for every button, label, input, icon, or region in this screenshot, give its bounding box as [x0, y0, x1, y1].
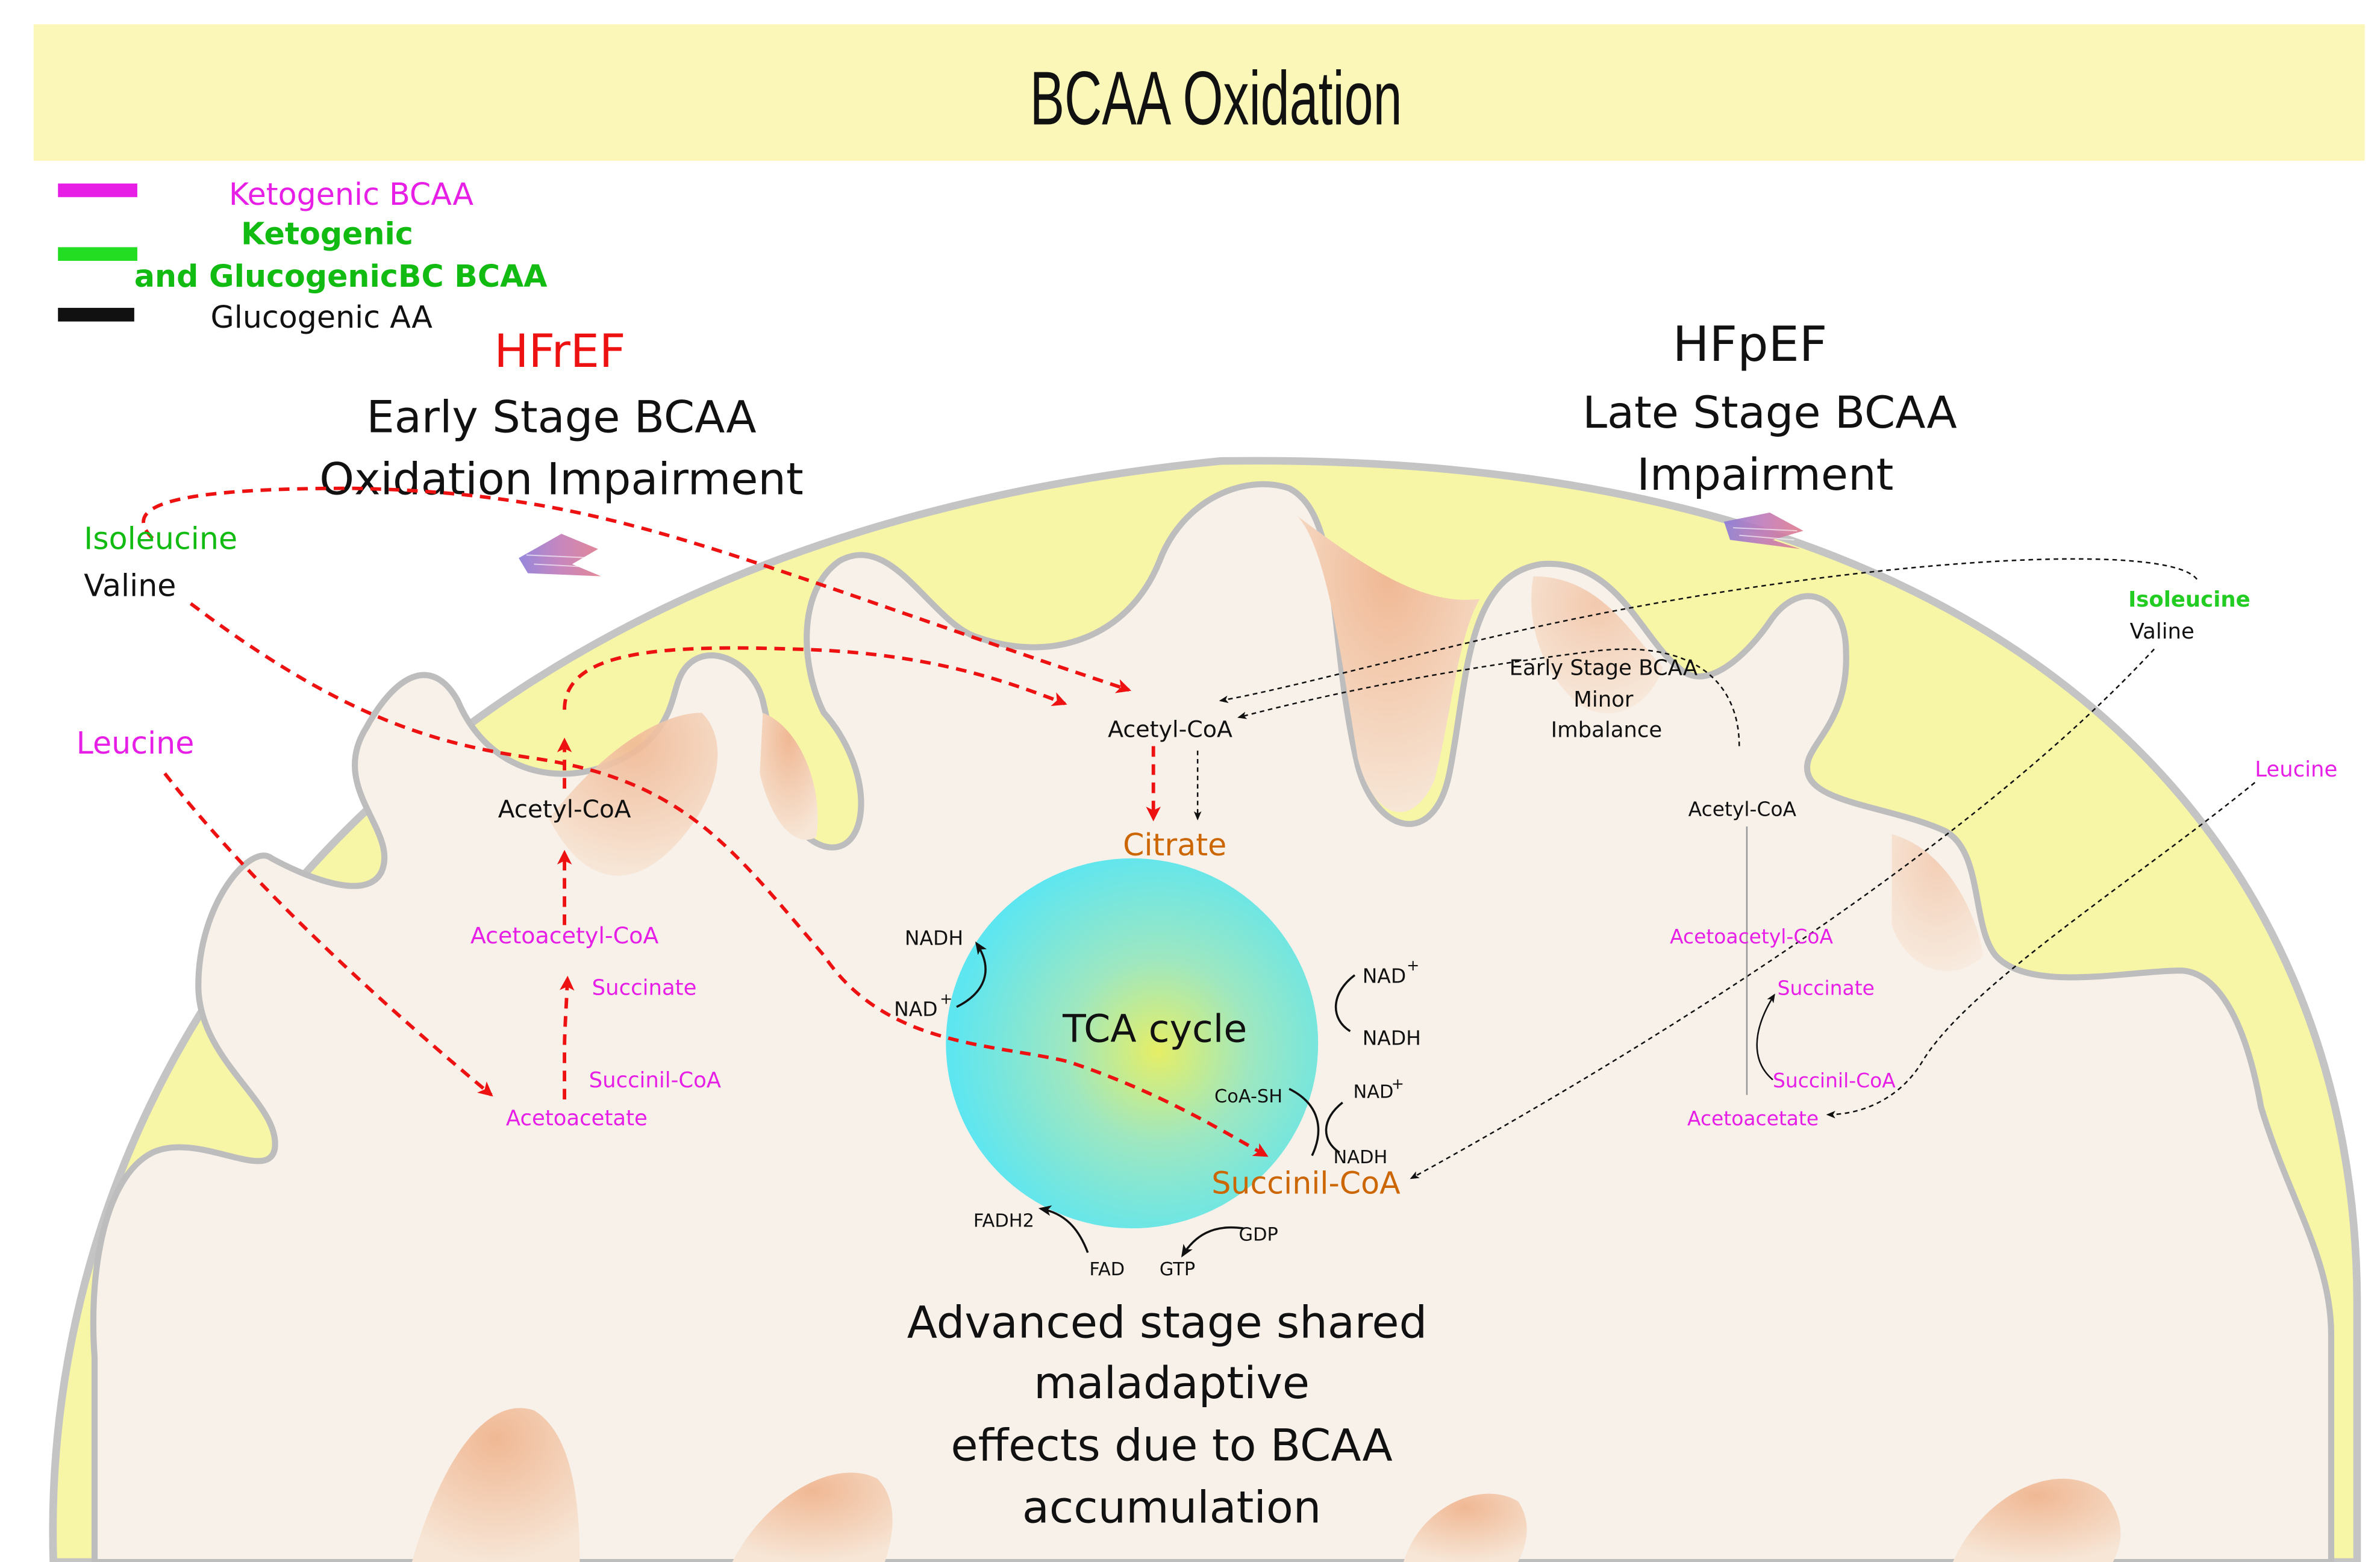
hfpef-valine-to-succinil-coa-arrow [1410, 648, 2155, 1179]
nad-to-nadh-arc-arrow [956, 941, 987, 1008]
crista-bottom-center [732, 1472, 893, 1562]
transporter-left-icon [519, 534, 601, 576]
crista-left-upper [549, 713, 718, 876]
acetoacetate-branch-to-acetyl-coa-arrow [563, 646, 1067, 710]
page-title: BCAA Oxidation [1030, 56, 1402, 141]
right-succinil-coa-label: Succinil-CoA [1773, 1069, 1896, 1092]
left-succinil-coa-label: Succinil-CoA [589, 1068, 721, 1093]
tca-succinil-coa-label: Succinil-CoA [1211, 1165, 1401, 1201]
crista-center [1296, 515, 1480, 813]
hfpef-heading: HFpEF [1673, 316, 1828, 373]
right-succinate-label: Succinate [1778, 977, 1875, 1000]
nad-top-right-plus: + [1407, 957, 1419, 974]
right-isoleucine-label: Isoleucine [2128, 587, 2250, 612]
crista-right-upper [1531, 576, 1663, 714]
valine-to-succinil-coa-arrow [189, 602, 1269, 1157]
nad-lower-right-plus: + [1391, 1075, 1404, 1093]
hfref-pathways [142, 486, 1269, 1157]
crista-right-mid [1891, 834, 1984, 972]
coa-sh-arc-right [1288, 1087, 1320, 1157]
hfpef-isoleucine-to-acetyl-coa-arrow [1219, 558, 2198, 704]
left-acetoacetate-label: Acetoacetate [506, 1106, 648, 1131]
legend-swatch-ketogenic [58, 183, 137, 198]
fadh2-label: FADH2 [973, 1211, 1034, 1232]
center-acetyl-coa-label: Acetyl-CoA [1108, 716, 1232, 743]
legend: Ketogenic BCAA Ketogenic and GlucogenicB… [58, 177, 547, 335]
hfpef-leucine-to-acetoacetate-arrow [1826, 782, 2256, 1119]
legend-swatch-keto-gluco [58, 247, 137, 261]
tca-cycle-circle [946, 858, 1319, 1229]
legend-label-ketogenic: Ketogenic BCAA [229, 177, 474, 212]
nad-top-left-plus: + [940, 990, 952, 1008]
crista-bottom-mid [1404, 1493, 1527, 1562]
right-leucine-label: Leucine [2255, 757, 2337, 782]
gdp-label: GDP [1239, 1224, 1278, 1245]
nadh-top-left-label: NADH [905, 926, 963, 949]
nad-to-nadh-lower-arc [1325, 1101, 1343, 1154]
hfref-subtitle-line1: Early Stage BCAA [366, 392, 756, 443]
hfref-heading: HFrEF [494, 325, 625, 378]
nad-top-right-label: NAD [1363, 964, 1406, 987]
title-band [33, 24, 2365, 161]
hfpef-subtitle-line1: Late Stage BCAA [1582, 387, 1957, 439]
cristae [411, 515, 2121, 1562]
hfref-subtitle-line2: Oxidation Impairment [319, 454, 804, 505]
cofactor-arrows [956, 941, 1356, 1258]
right-note-line3: Imbalance [1551, 718, 1663, 743]
fad-label: FAD [1089, 1259, 1125, 1280]
right-acetoacetyl-coa-label: Acetoacetyl-CoA [1670, 925, 1833, 948]
gtp-label: GTP [1160, 1259, 1195, 1280]
left-valine-label: Valine [84, 568, 176, 604]
leucine-to-acetoacetate-arrow [163, 772, 493, 1097]
nadh-lower-right-label: NADH [1334, 1147, 1388, 1168]
left-leucine-label: Leucine [77, 725, 195, 761]
left-acetyl-coa-label: Acetyl-CoA [498, 795, 631, 823]
right-acetyl-coa-label: Acetyl-CoA [1688, 798, 1797, 820]
legend-label-glucogenic: Glucogenic AA [211, 299, 433, 335]
fad-to-fadh2-arc-arrow [1038, 1205, 1089, 1254]
left-acetoacetyl-coa-label: Acetoacetyl-CoA [470, 922, 659, 949]
gdp-to-gtp-arc-arrow [1181, 1226, 1244, 1258]
left-isoleucine-label: Isoleucine [84, 520, 237, 556]
legend-swatch-glucogenic [58, 308, 134, 322]
coa-sh-label: CoA-SH [1214, 1086, 1282, 1107]
nad-lower-right-label: NAD [1353, 1082, 1393, 1103]
bottom-caption-line2: maladaptive [1034, 1358, 1310, 1409]
crista-bottom-left [411, 1408, 580, 1562]
hfpef-subtitle-line2: Impairment [1637, 449, 1893, 501]
acetoacetate-to-succinate-arrow [560, 975, 575, 1100]
transporter-right-icon [1723, 512, 1804, 549]
right-valine-label: Valine [2130, 619, 2194, 644]
bottom-caption-line3: effects due to BCAA [951, 1420, 1392, 1472]
legend-label-keto-gluco-2: and GlucogenicBC BCAA [134, 258, 548, 294]
nad-top-left-label: NAD [894, 998, 937, 1021]
tca-cycle-label: TCA cycle [1062, 1007, 1247, 1051]
right-acetoacetate-label: Acetoacetate [1687, 1107, 1819, 1130]
citrate-label: Citrate [1123, 827, 1226, 863]
left-succinate-label: Succinate [592, 976, 697, 1001]
legend-label-keto-gluco-1: Ketogenic [241, 216, 413, 251]
right-note-line1: Early Stage BCAA [1510, 655, 1698, 680]
nad-to-nadh-arc-right [1334, 974, 1356, 1032]
hfpef-branch-to-acetyl-coa-arrow [1237, 648, 1740, 746]
hfpef-succinate-arc-arrow [1756, 993, 1775, 1081]
nadh-top-right-label: NADH [1363, 1027, 1421, 1050]
bottom-caption-line1: Advanced stage shared [907, 1298, 1427, 1349]
crista-center-left [760, 713, 818, 840]
right-note-line2: Minor [1573, 687, 1634, 712]
bottom-caption-line4: accumulation [1022, 1482, 1321, 1534]
hfpef-pathways [1193, 558, 2256, 1179]
crista-bottom-right [1952, 1478, 2121, 1562]
